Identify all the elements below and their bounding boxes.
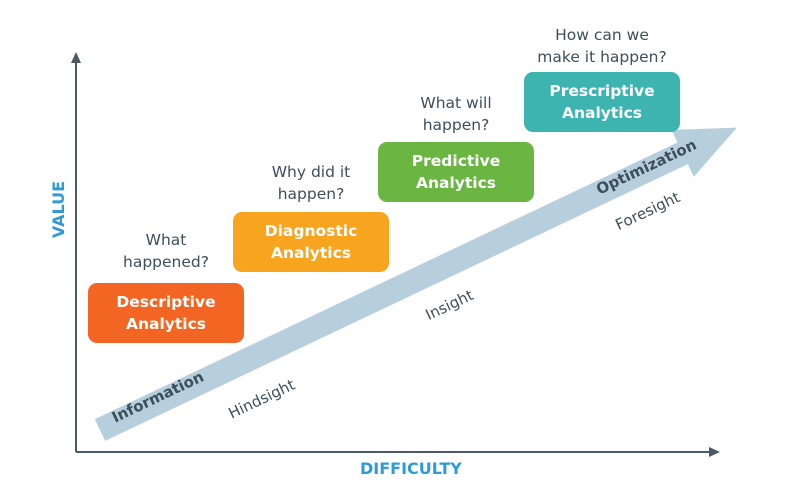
x-axis-label: DIFFICULTY — [360, 459, 462, 478]
y-axis — [71, 52, 81, 452]
y-axis-arrowhead-icon — [71, 52, 81, 63]
progress-arrow — [94, 127, 737, 441]
x-axis-arrowhead-icon — [709, 447, 720, 457]
x-axis — [76, 447, 720, 457]
arrowhead-icon — [671, 127, 737, 177]
y-axis-label: VALUE — [49, 180, 69, 239]
